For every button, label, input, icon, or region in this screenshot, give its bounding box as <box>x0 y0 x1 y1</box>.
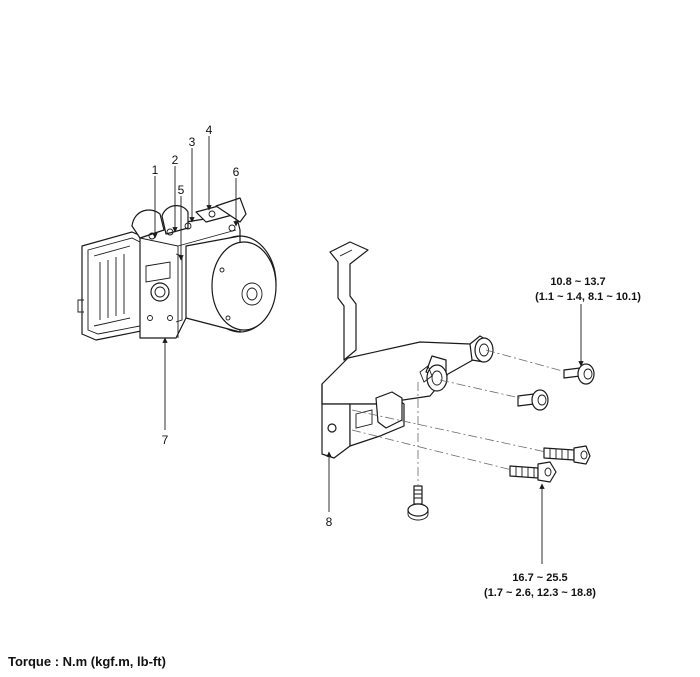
bolt-middle <box>517 389 549 411</box>
leader-lines <box>152 136 584 564</box>
torque-upper-nm: 10.8 ~ 13.7 <box>550 276 605 288</box>
callout-6: 6 <box>233 165 240 179</box>
callout-8: 8 <box>326 515 333 529</box>
bolt-long-lower <box>509 461 557 483</box>
torque-lower-nm: 16.7 ~ 25.5 <box>512 572 567 584</box>
alignment-lines <box>351 349 567 486</box>
callout-7: 7 <box>162 433 169 447</box>
torque-units-note: Torque : N.m (kgf.m, lb-ft) <box>8 654 166 669</box>
torque-upper-conversions: (1.1 ~ 1.4, 8.1 ~ 10.1) <box>535 291 641 303</box>
bolt-upper-right <box>563 363 595 385</box>
callout-5: 5 <box>178 183 185 197</box>
bolt-long-right <box>543 445 591 465</box>
hecu-module <box>77 197 277 341</box>
callout-3: 3 <box>189 135 196 149</box>
callout-1: 1 <box>152 163 159 177</box>
callout-4: 4 <box>206 123 213 137</box>
callout-2: 2 <box>172 153 179 167</box>
hecu-bracket <box>321 241 494 459</box>
torque-lower-conversions: (1.7 ~ 2.6, 12.3 ~ 18.8) <box>484 587 596 599</box>
bolt-bottom <box>407 485 429 521</box>
mounting-bolts <box>407 363 595 521</box>
